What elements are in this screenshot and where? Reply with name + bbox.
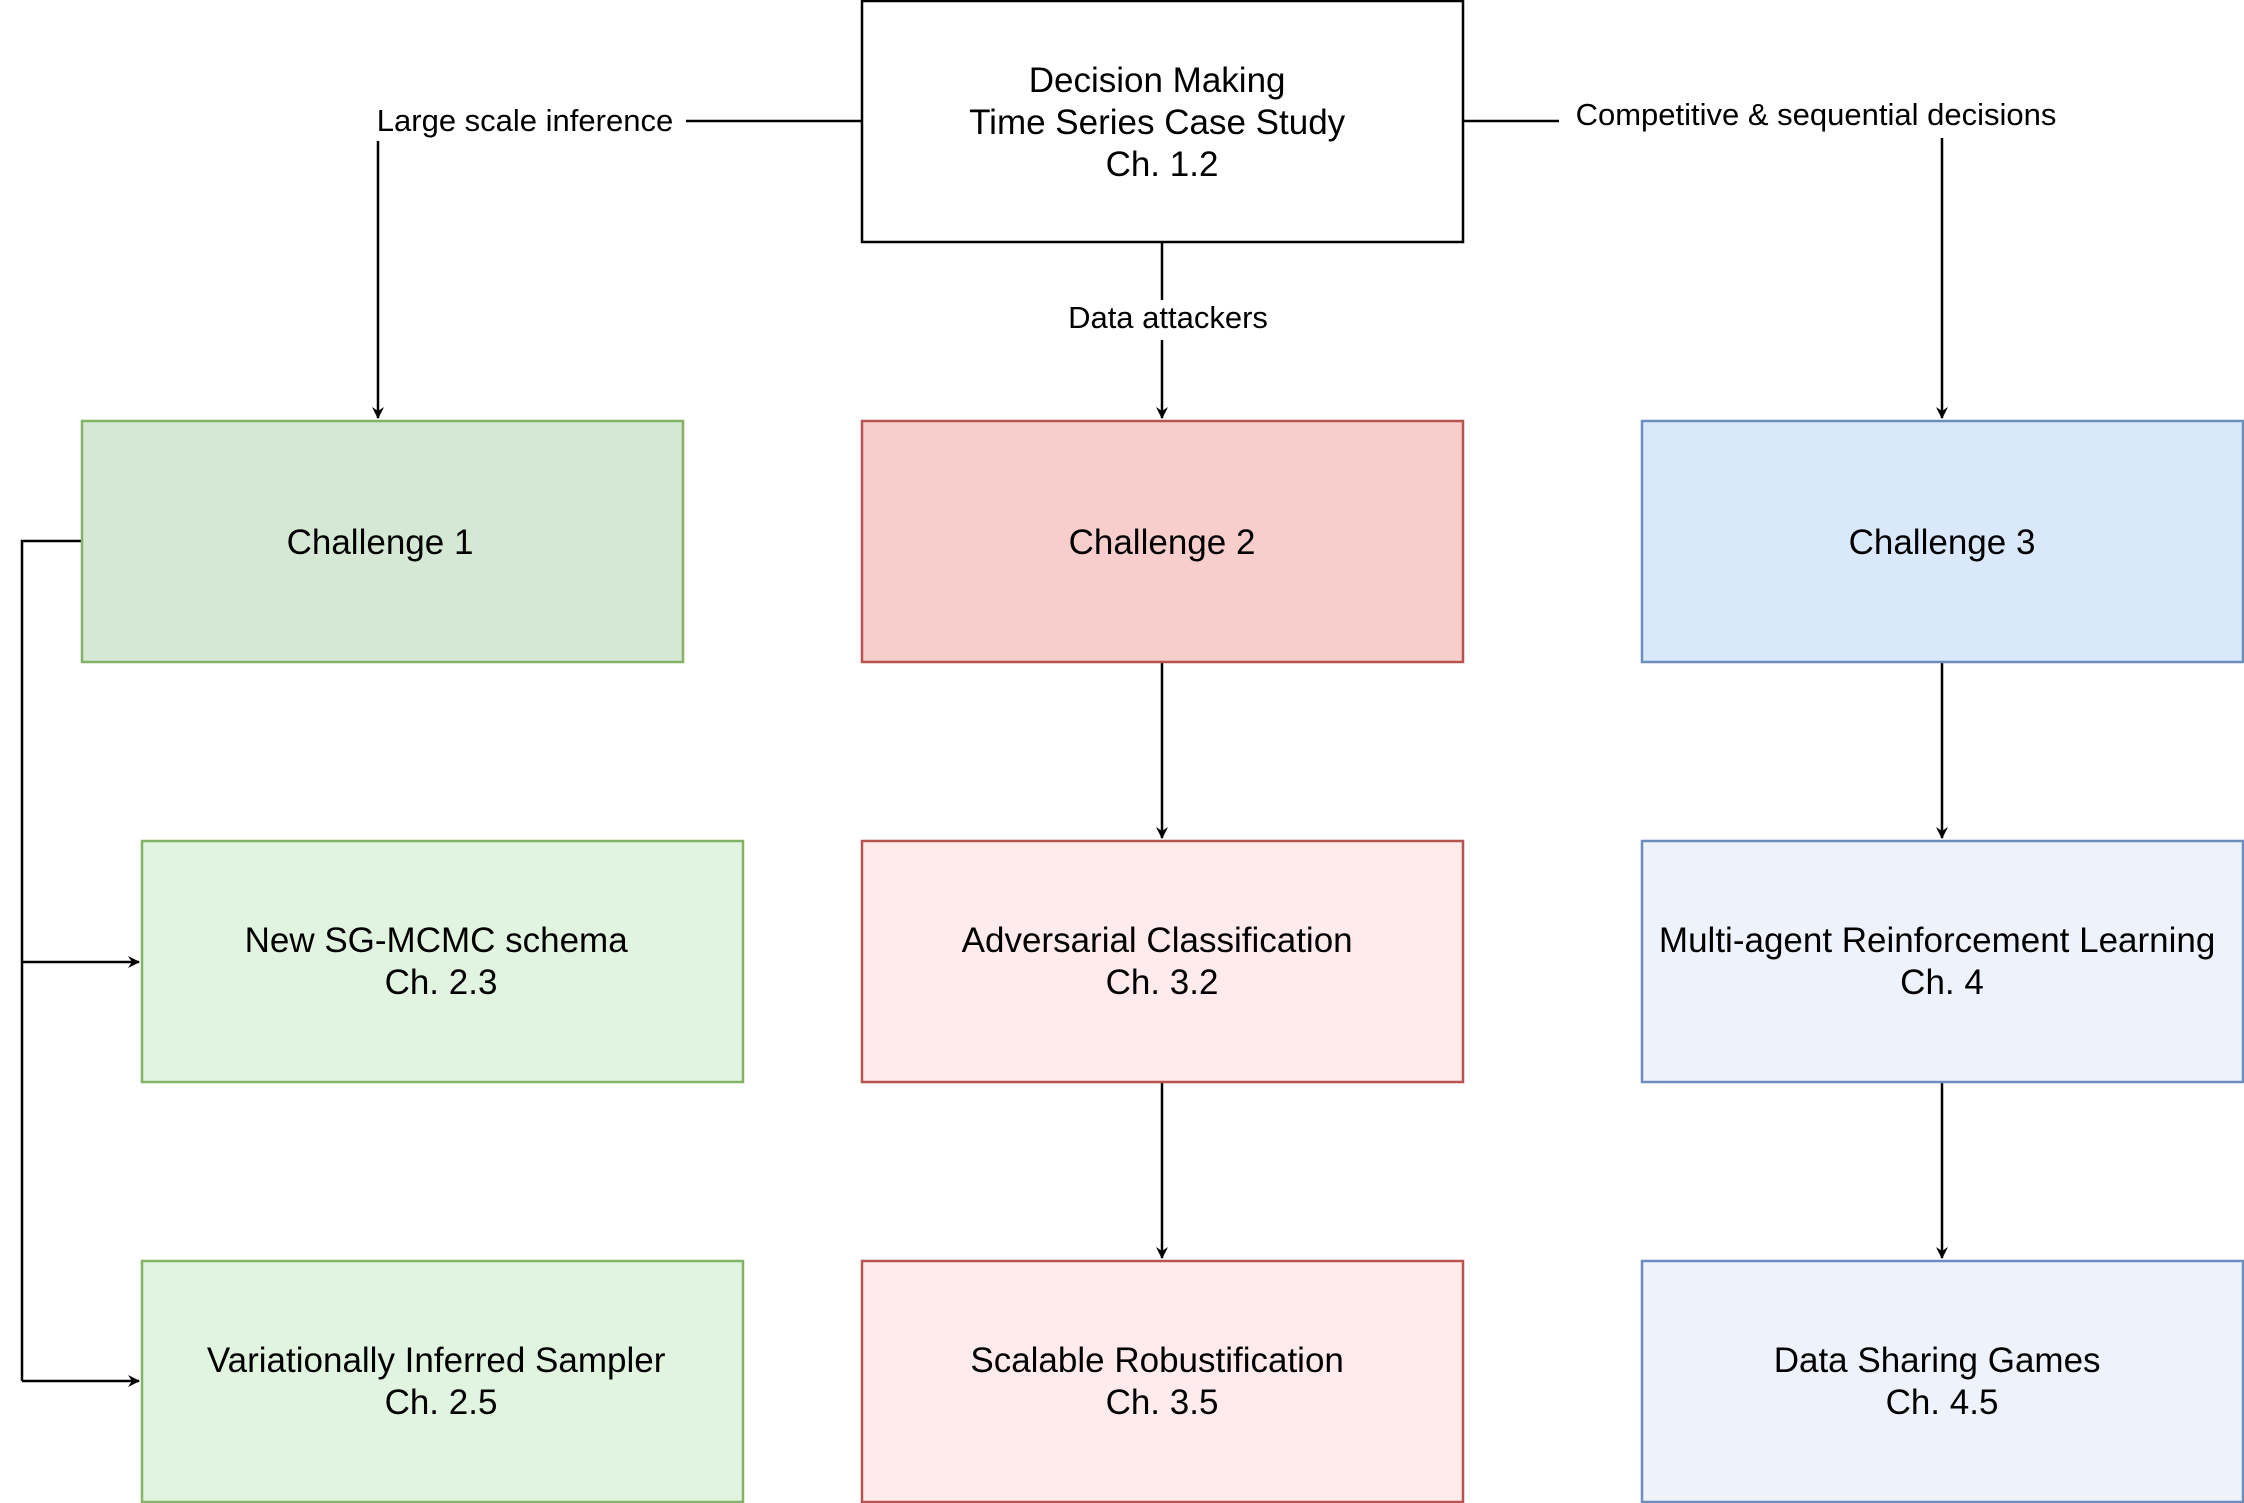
- node-advclass: Adversarial Classification Ch. 3.2: [860, 839, 1465, 1084]
- node-vis-box: [140, 1259, 745, 1503]
- node-challenge-2-label: Challenge 2: [1069, 523, 1256, 562]
- node-advclass-box: [860, 839, 1465, 1084]
- node-robust: Scalable Robustification Ch. 3.5: [860, 1259, 1465, 1503]
- node-vis: Variationally Inferred Sampler Ch. 2.5: [140, 1259, 745, 1503]
- node-challenge-2-box: [860, 419, 1465, 664]
- node-challenge-3-box: [1640, 419, 2244, 664]
- node-robust-label: Scalable Robustification Ch. 3.5: [970, 1341, 1353, 1422]
- node-games: Data Sharing Games Ch. 4.5: [1640, 1259, 2244, 1503]
- node-challenge-3: Challenge 3: [1640, 419, 2244, 664]
- node-sgmcmc: New SG-MCMC schema Ch. 2.3: [140, 839, 745, 1084]
- edge-label-competitive-sequential: Competitive & sequential decisions: [1576, 97, 2057, 132]
- node-vis-label: Variationally Inferred Sampler Ch. 2.5: [207, 1341, 675, 1422]
- node-challenge-1-box: [80, 419, 685, 664]
- node-challenge-1: Challenge 1: [80, 419, 685, 664]
- edge-label-data-attackers: Data attackers: [1068, 300, 1268, 335]
- edges: [20, 119, 1942, 1387]
- node-robust-box: [860, 1259, 1465, 1503]
- node-challenge-3-label: Challenge 3: [1849, 523, 2036, 562]
- node-root: Decision Making Time Series Case Study C…: [860, 0, 1465, 244]
- node-games-label: Data Sharing Games Ch. 4.5: [1774, 1341, 2111, 1422]
- edge-challenge1-bracket: [20, 539, 82, 1381]
- node-games-box: [1640, 1259, 2244, 1503]
- node-marl-label: Multi-agent Reinforcement Learning Ch. 4: [1659, 921, 2225, 1002]
- edge-root-to-challenge1: [378, 119, 862, 418]
- node-advclass-label: Adversarial Classification Ch. 3.2: [962, 921, 1363, 1002]
- edge-label-large-scale-inference: Large scale inference: [377, 103, 673, 138]
- node-sgmcmc-label: New SG-MCMC schema Ch. 2.3: [245, 921, 638, 1002]
- node-challenge-2: Challenge 2: [860, 419, 1465, 664]
- node-sgmcmc-box: [140, 839, 745, 1084]
- node-challenge-1-label: Challenge 1: [287, 523, 474, 562]
- node-marl-box: [1640, 839, 2244, 1084]
- node-marl: Multi-agent Reinforcement Learning Ch. 4: [1640, 839, 2244, 1084]
- edge-root-to-challenge3: [1463, 119, 1942, 418]
- node-root-label: Decision Making Time Series Case Study C…: [969, 61, 1355, 184]
- node-root-box: [860, 0, 1465, 244]
